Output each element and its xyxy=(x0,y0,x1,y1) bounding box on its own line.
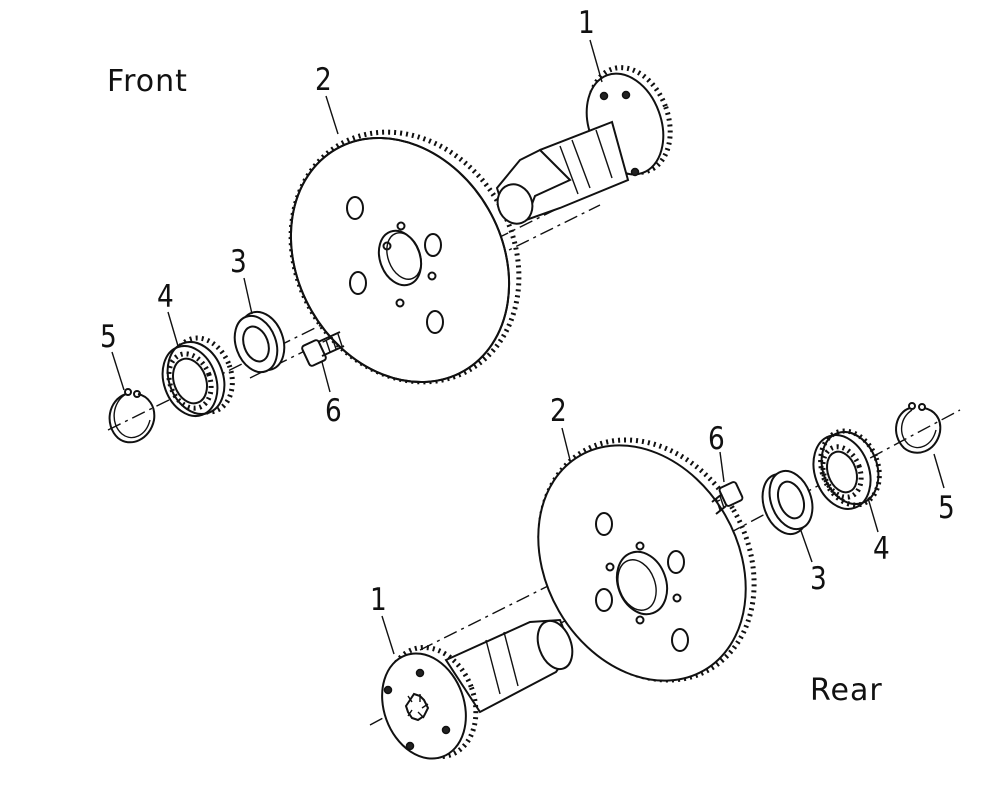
rear-circlip xyxy=(895,402,942,454)
front-callout-5: 5 xyxy=(100,319,117,355)
rear-callout-6: 6 xyxy=(708,421,725,457)
rear-title: Rear xyxy=(810,673,883,708)
rear-seal xyxy=(761,469,814,536)
rear-callout-2: 2 xyxy=(550,393,567,429)
rear-bearing xyxy=(812,428,882,510)
rear-stub-shaft xyxy=(381,618,574,760)
front-callout-2: 2 xyxy=(315,62,332,98)
front-callout-1: 1 xyxy=(578,5,595,41)
rear-callout-1: 1 xyxy=(370,582,387,618)
front-bearing xyxy=(161,335,235,417)
front-circlip xyxy=(108,388,156,444)
front-stub-shaft xyxy=(495,65,673,225)
rear-callout-4: 4 xyxy=(873,531,890,567)
front-callout-6: 6 xyxy=(325,393,342,429)
rear-assembly xyxy=(369,402,961,760)
front-seal xyxy=(233,310,286,374)
rear-callout-5: 5 xyxy=(938,490,955,526)
front-assembly xyxy=(107,39,673,444)
front-title: Front xyxy=(107,64,188,99)
front-callout-3: 3 xyxy=(230,244,247,280)
rear-callout-3: 3 xyxy=(810,561,827,597)
rear-bolt xyxy=(711,481,744,515)
rear-brake-disc xyxy=(537,437,757,683)
front-callout-4: 4 xyxy=(157,279,174,315)
front-brake-disc xyxy=(288,129,522,385)
front-bolt xyxy=(301,331,345,367)
